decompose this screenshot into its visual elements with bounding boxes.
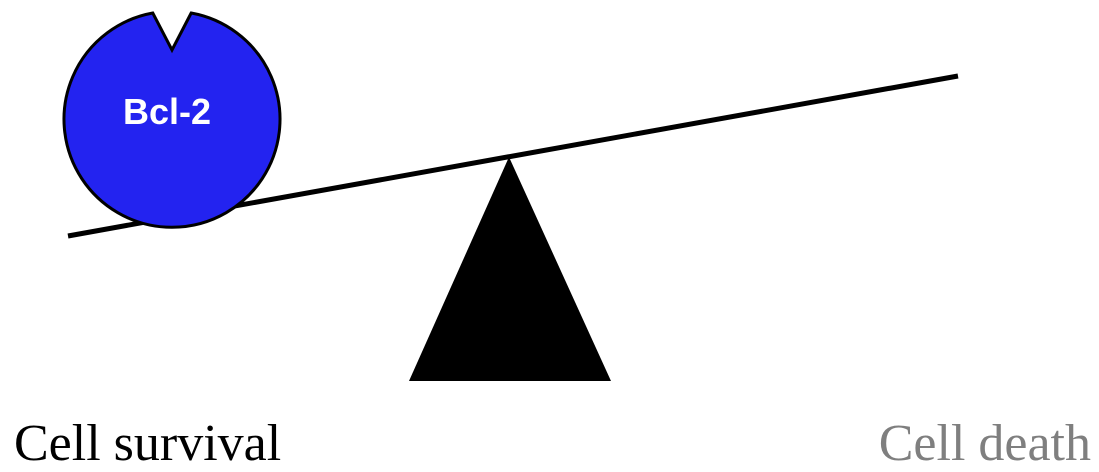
bcl2-protein: Bcl-2 bbox=[64, 13, 280, 227]
bcl2-label: Bcl-2 bbox=[123, 91, 211, 132]
cell-death-label: Cell death bbox=[879, 415, 1091, 472]
cell-survival-label: Cell survival bbox=[14, 415, 281, 472]
fulcrum-triangle bbox=[409, 157, 611, 381]
